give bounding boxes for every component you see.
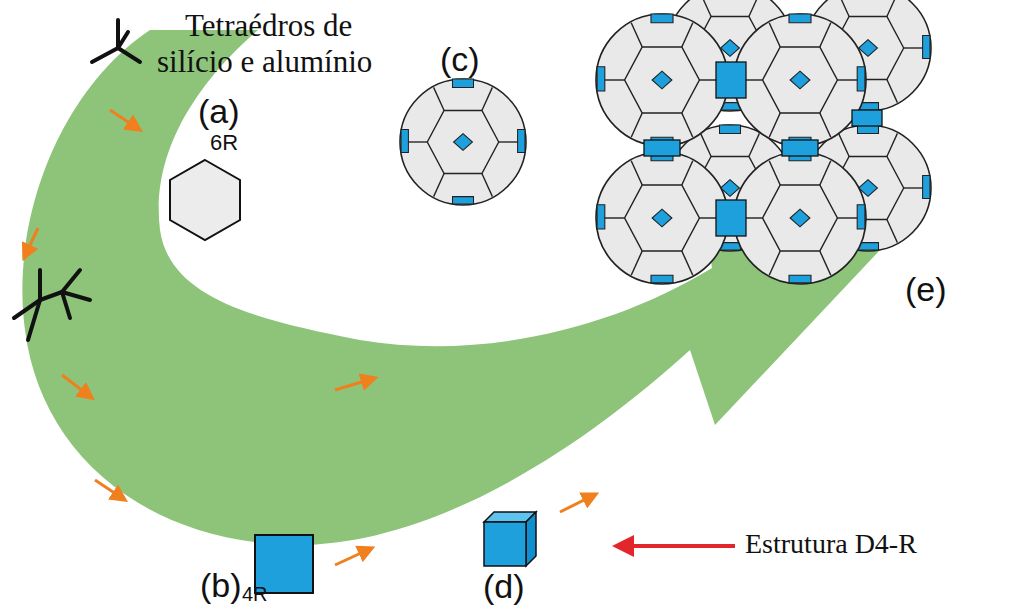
part-label: Tetraédros de silício e alumínio [157,8,417,79]
callout-letter: (d) [483,567,525,606]
callout-letter: (a) [198,92,240,131]
ring-label: 6R [210,130,238,155]
ring-label: 4R [242,583,268,606]
part-label: Estrutura D4-R [745,528,917,560]
callout-letter: (b) [200,566,242,605]
callout-letter: (c) [440,40,480,79]
callout-letter: (e) [905,270,947,309]
